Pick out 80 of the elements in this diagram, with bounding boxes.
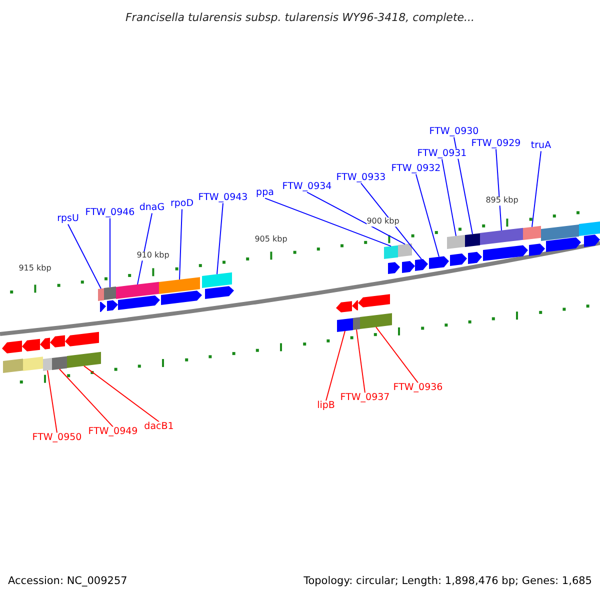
- gene-label: FTW_0950: [32, 432, 82, 444]
- gene-label: dnaG: [139, 202, 165, 214]
- leader-line: [84, 365, 160, 422]
- gene-label: FTW_0946: [85, 208, 135, 218]
- gene-feature: [579, 221, 600, 236]
- gene-feature: [468, 252, 482, 264]
- gene-feature: [337, 318, 353, 332]
- gene-label: rpsU: [57, 214, 79, 224]
- gene-label: dacB1: [144, 422, 174, 432]
- gene-label: FTW_0934: [282, 182, 332, 192]
- gene-feature: [116, 282, 159, 299]
- leader-line: [416, 174, 440, 258]
- leader-line: [306, 192, 406, 245]
- gene-feature: [67, 352, 101, 368]
- gene-feature: [2, 340, 22, 354]
- gene-feature: [202, 272, 232, 288]
- gene-feature: [529, 244, 545, 256]
- leader-line: [376, 326, 418, 384]
- gene-feature: [159, 277, 200, 294]
- leader-line: [47, 370, 58, 434]
- gene-feature: [541, 224, 579, 241]
- gene-label: ppa: [256, 188, 274, 198]
- scale-label: 900 kbp: [366, 218, 400, 226]
- leader-line: [264, 198, 392, 247]
- map-title: Francisella tularensis subsp. tularensis WY96-3418, complete...: [125, 12, 475, 24]
- gene-feature: [465, 233, 480, 247]
- scale-label: 915 kbp: [18, 264, 52, 274]
- gene-feature: [360, 313, 392, 329]
- gene-label: FTW_0932: [391, 164, 441, 174]
- gene-feature: [107, 300, 118, 311]
- gene-feature: [23, 356, 43, 371]
- gene-feature: [523, 226, 541, 240]
- gene-feature: [447, 234, 465, 249]
- footer-text: Accession: NC_009257: [8, 576, 128, 588]
- gene-label: FTW_0933: [336, 172, 386, 184]
- gene-feature: [22, 338, 40, 352]
- gene-feature: [205, 286, 234, 299]
- gene-feature: [402, 261, 415, 273]
- gene-label: truA: [530, 140, 552, 152]
- leader-line: [179, 208, 182, 280]
- leader-line: [454, 136, 473, 235]
- gene-feature: [584, 234, 600, 247]
- leader-line: [68, 224, 102, 290]
- scale-label: 905 kbp: [254, 236, 288, 244]
- gene-label: FTW_0929: [471, 138, 521, 150]
- leader-line: [59, 368, 114, 428]
- gene-label: FTW_0943: [198, 192, 248, 204]
- gene-feature: [384, 245, 398, 259]
- gene-label: rpoD: [170, 198, 194, 210]
- gene-feature: [98, 288, 104, 301]
- gene-feature: [480, 228, 523, 245]
- gene-feature: [415, 259, 428, 271]
- leader-line: [442, 158, 456, 236]
- gene-label: FTW_0931: [417, 148, 467, 160]
- scale-label: 910 kbp: [136, 252, 170, 260]
- gene-feature: [429, 256, 449, 269]
- leader-line: [356, 329, 366, 394]
- gene-feature: [52, 356, 67, 370]
- leader-line: [137, 212, 152, 285]
- footer-text: Topology: circular; Length: 1,898,476 bp; Genes: 1,685: [304, 576, 592, 588]
- gene-label: FTW_0949: [88, 426, 138, 438]
- gene-feature: [40, 338, 50, 350]
- leader-line: [216, 202, 224, 275]
- gene-label: lipB: [317, 400, 335, 412]
- gene-label: FTW_0936: [393, 382, 443, 394]
- gene-label: FTW_0937: [340, 392, 390, 404]
- gene-feature: [100, 302, 106, 312]
- gene-label: FTW_0930: [429, 126, 479, 138]
- gene-feature: [50, 335, 65, 348]
- leader-line: [496, 148, 502, 231]
- leader-line: [360, 182, 422, 260]
- gene-feature: [353, 317, 360, 330]
- gene-feature: [3, 358, 23, 373]
- gene-feature: [398, 243, 412, 257]
- gene-feature: [450, 254, 467, 266]
- gene-feature: [161, 290, 202, 305]
- leader-line: [532, 150, 542, 228]
- gene-feature: [388, 262, 400, 274]
- leader-line: [326, 330, 346, 402]
- scale-label: 895 kbp: [486, 196, 518, 206]
